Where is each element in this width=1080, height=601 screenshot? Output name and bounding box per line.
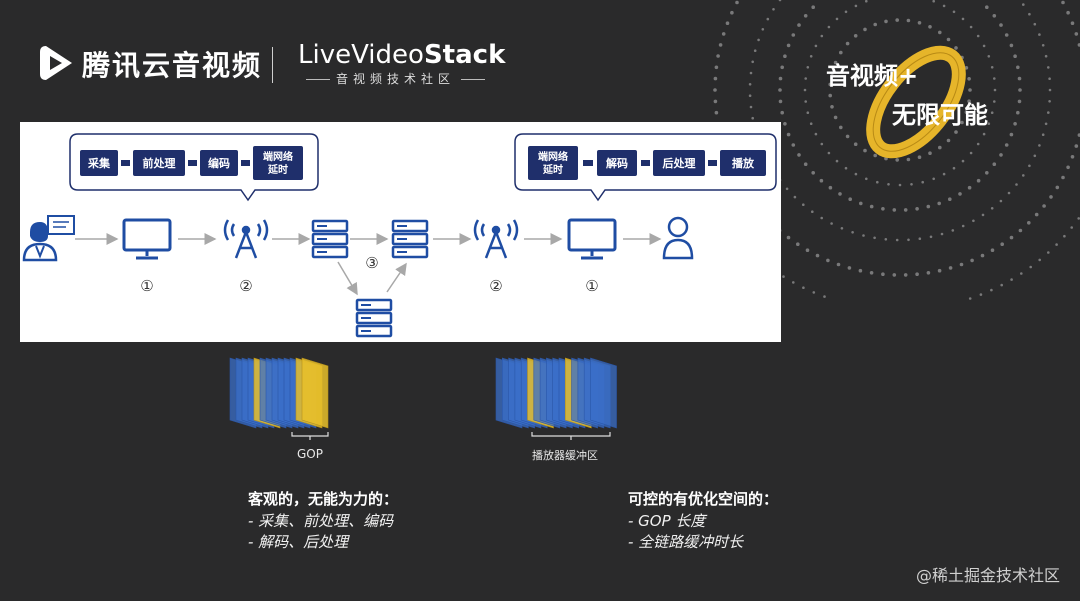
watermark: @稀土掘金技术社区 (915, 566, 1060, 585)
viewer-user-icon (662, 216, 694, 260)
step-marker-3: ③ (365, 254, 378, 272)
server-icon (311, 219, 349, 259)
server-icon (355, 298, 393, 338)
chain-box-playback (720, 150, 766, 176)
chain-box-preprocess (133, 150, 185, 176)
header-divider (272, 47, 273, 83)
video-frame (590, 357, 617, 429)
server-icon (391, 219, 429, 259)
chain-box-postprocess (653, 150, 705, 176)
objective-item: - 采集、前处理、编码 (248, 512, 394, 530)
chain-box-encode (200, 150, 238, 176)
step-marker-2b: ② (489, 277, 502, 295)
controllable-title: 可控的有优化空间的： (628, 490, 779, 508)
flow-arrow (337, 261, 358, 296)
player-buffer-label: 播放器缓冲区 (532, 449, 598, 462)
step-marker-2: ② (239, 277, 252, 295)
chain-label-net-latency-2: 端网络延时 (538, 150, 568, 176)
flow-arrow (386, 262, 407, 293)
chain-box-net-latency (253, 146, 303, 180)
objective-item: - 解码、后处理 (248, 533, 349, 551)
monitor-icon (567, 218, 617, 260)
streamer-icon (22, 215, 75, 262)
lvs-part-video: Video (351, 40, 424, 70)
controllable-item: - GOP 长度 (628, 512, 706, 530)
monitor-icon (122, 218, 172, 260)
step-marker-1b: ① (585, 277, 598, 295)
buffer-bracket (531, 432, 611, 440)
encode-chain: 采集 前处理 编码 端网络延时 (80, 146, 303, 180)
brand-name: 腾讯云音视频 (82, 49, 263, 82)
gop-frame-stack (229, 357, 329, 440)
gold-ring-badge (866, 45, 966, 159)
chain-box-net-latency-2 (528, 146, 578, 180)
antenna-tower-icon (223, 219, 269, 259)
chain-label-encode: 编码 (208, 156, 230, 170)
controllable-item: - 全链路缓冲时长 (628, 533, 744, 551)
video-frame (301, 357, 329, 429)
slogan-line-2: 无限可能 (892, 101, 988, 129)
livevideostack-subtitle: 音视频技术社区 (300, 70, 491, 87)
chain-label-decode: 解码 (606, 156, 628, 170)
chain-label-postprocess: 后处理 (663, 156, 696, 170)
player-buffer-frame-stack (495, 357, 617, 440)
latency-pipeline-diagram: 采集 前处理 编码 端网络延时 端网络延时 解码 后处理 播放 (20, 122, 781, 342)
decode-chain: 端网络延时 解码 后处理 播放 (528, 146, 766, 180)
chain-label-net-latency: 端网络延时 (263, 150, 293, 176)
step-marker-1: ① (140, 277, 153, 295)
decode-chain-callout (514, 133, 777, 202)
livevideostack-logo: LiveVideoStack (298, 40, 505, 70)
chain-box-decode (597, 150, 637, 176)
chain-box-capture (80, 150, 118, 176)
lvs-part-stack: Stack (423, 40, 506, 70)
slogan-line-1: 音视频+ (826, 62, 919, 90)
gop-label: GOP (297, 447, 323, 461)
dotted-ring-decoration (700, 0, 1080, 300)
chain-label-playback: 播放 (732, 156, 755, 170)
objective-title: 客观的，无能为力的： (248, 490, 399, 508)
gop-bracket (291, 432, 329, 440)
lvs-part-live: Live (298, 40, 352, 70)
antenna-tower-icon (473, 219, 519, 259)
chain-label-preprocess: 前处理 (143, 156, 176, 170)
tencent-cloud-logo (40, 46, 72, 80)
chain-label-capture: 采集 (87, 156, 111, 170)
